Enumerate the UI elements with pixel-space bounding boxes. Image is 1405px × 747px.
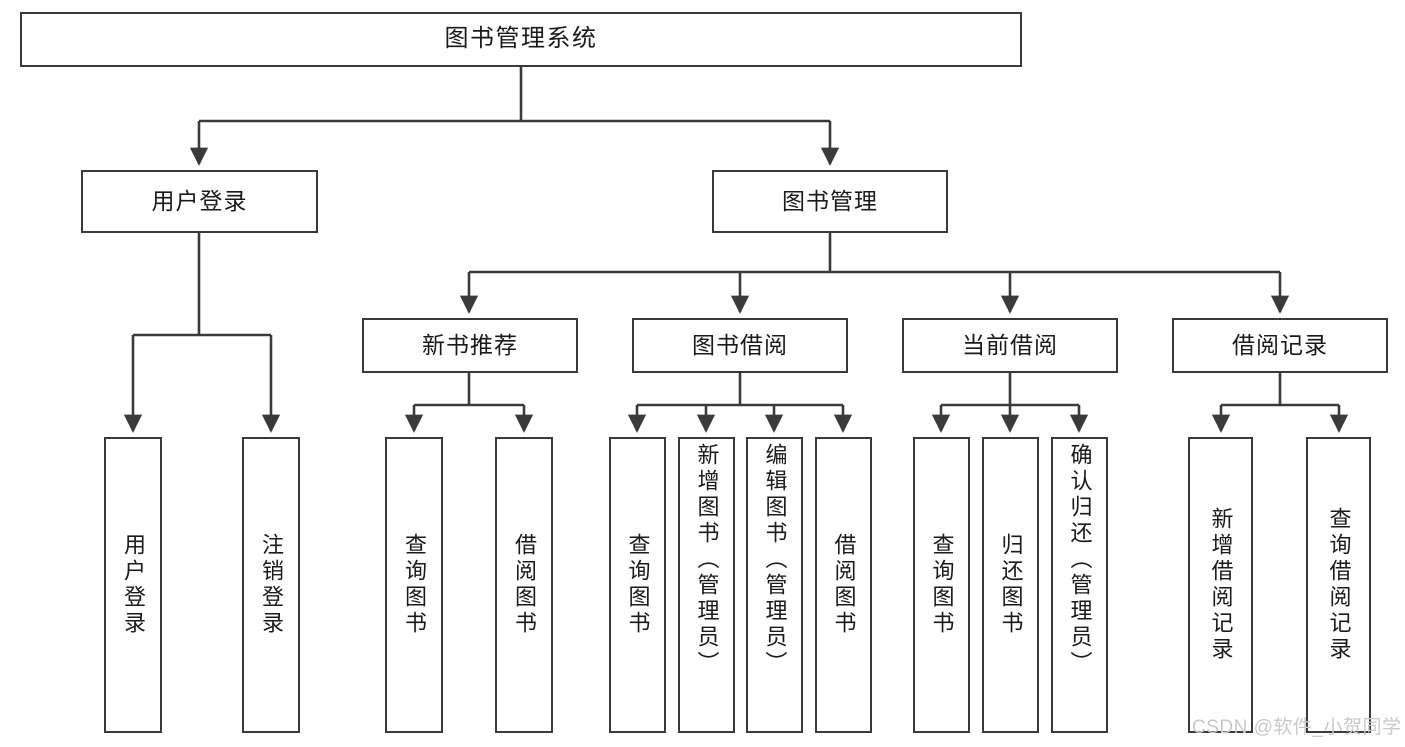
node-label: 图书管理系统 <box>444 25 598 53</box>
node-label: 用户登录 <box>121 533 146 637</box>
leaf-confirm-return-admin[interactable]: 确认归还（管理员） <box>1051 437 1108 733</box>
leaf-borrow-book[interactable]: 借阅图书 <box>815 437 872 733</box>
node-borrow-record[interactable]: 借阅记录 <box>1172 318 1388 373</box>
node-label: 归还图书 <box>998 533 1024 637</box>
leaf-edit-book-admin[interactable]: 编辑图书（管理员） <box>746 437 803 733</box>
leaf-query-book-current[interactable]: 查询图书 <box>913 437 970 733</box>
node-label: 查询借阅记录 <box>1326 507 1352 663</box>
node-user-login[interactable]: 用户登录 <box>81 170 318 233</box>
leaf-query-borrow-record[interactable]: 查询借阅记录 <box>1306 437 1371 733</box>
node-label: 查询图书 <box>929 533 955 637</box>
node-label: 编辑图书（管理员） <box>762 443 788 677</box>
leaf-return-book[interactable]: 归还图书 <box>982 437 1039 733</box>
node-label: 图书借阅 <box>692 331 788 358</box>
leaf-add-borrow-record[interactable]: 新增借阅记录 <box>1188 437 1253 733</box>
node-label: 借阅图书 <box>512 533 537 637</box>
node-label: 新增借阅记录 <box>1208 507 1234 663</box>
leaf-add-book-admin[interactable]: 新增图书（管理员） <box>678 437 735 733</box>
node-book-management[interactable]: 图书管理 <box>712 170 948 233</box>
node-current-borrow[interactable]: 当前借阅 <box>902 318 1118 373</box>
node-label: 当前借阅 <box>962 331 1058 358</box>
node-label: 借阅图书 <box>831 533 857 637</box>
node-label: 用户登录 <box>151 187 248 214</box>
leaf-logout[interactable]: 注销登录 <box>242 437 300 733</box>
node-label: 注销登录 <box>259 533 284 637</box>
node-new-book-recommend[interactable]: 新书推荐 <box>362 318 578 373</box>
node-label: 确认归还（管理员） <box>1067 443 1093 677</box>
csdn-watermark: CSDN @软件_小贺同学 <box>1192 717 1402 738</box>
node-book-borrow[interactable]: 图书借阅 <box>632 318 848 373</box>
node-label: 新增图书（管理员） <box>694 443 720 677</box>
node-label: 新书推荐 <box>422 331 518 358</box>
leaf-user-login[interactable]: 用户登录 <box>104 437 162 733</box>
node-label: 图书管理 <box>782 187 878 214</box>
node-label: 查询图书 <box>402 533 427 637</box>
node-root-book-management-system[interactable]: 图书管理系统 <box>20 12 1022 67</box>
leaf-query-book-recommend[interactable]: 查询图书 <box>385 437 443 733</box>
leaf-query-book-borrow[interactable]: 查询图书 <box>609 437 666 733</box>
node-label: 借阅记录 <box>1232 331 1328 358</box>
leaf-borrow-book-recommend[interactable]: 借阅图书 <box>495 437 553 733</box>
node-label: 查询图书 <box>625 533 651 637</box>
